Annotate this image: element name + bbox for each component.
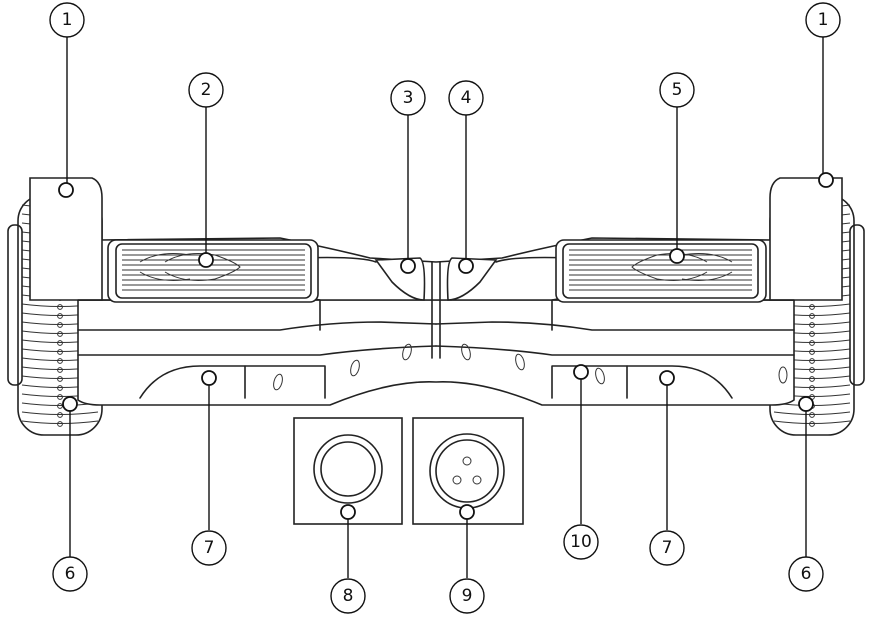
callout-7-left-label: 7 — [204, 538, 215, 558]
callout-2-label: 2 — [201, 80, 212, 100]
callout-4: 4 — [449, 81, 483, 115]
right-foot-pad — [556, 240, 766, 302]
callout-4-label: 4 — [461, 88, 472, 108]
callout-9-label: 9 — [462, 586, 473, 606]
left-foot-pad — [108, 240, 318, 302]
callout-1-right-label: 1 — [818, 10, 829, 30]
callout-8-label: 8 — [343, 586, 354, 606]
callout-3: 3 — [391, 81, 425, 115]
callout-1-left: 1 — [50, 3, 84, 37]
callout-6-left-label: 6 — [65, 564, 76, 584]
callout-7-right: 7 — [650, 531, 684, 565]
callout-6-left: 6 — [53, 557, 87, 591]
callout-7-right-label: 7 — [662, 538, 673, 558]
callout-10-label: 10 — [570, 532, 592, 552]
callout-3-label: 3 — [403, 88, 414, 108]
callout-10: 10 — [564, 525, 598, 559]
callout-2: 2 — [189, 73, 223, 107]
callout-7-left: 7 — [192, 531, 226, 565]
callout-9: 9 — [450, 579, 484, 613]
callout-1-left-label: 1 — [62, 10, 73, 30]
callout-5-label: 5 — [672, 80, 683, 100]
callout-1-right: 1 — [806, 3, 840, 37]
callout-8: 8 — [331, 579, 365, 613]
callout-6-right-label: 6 — [801, 564, 812, 584]
callout-5: 5 — [660, 73, 694, 107]
callout-6-right: 6 — [789, 557, 823, 591]
